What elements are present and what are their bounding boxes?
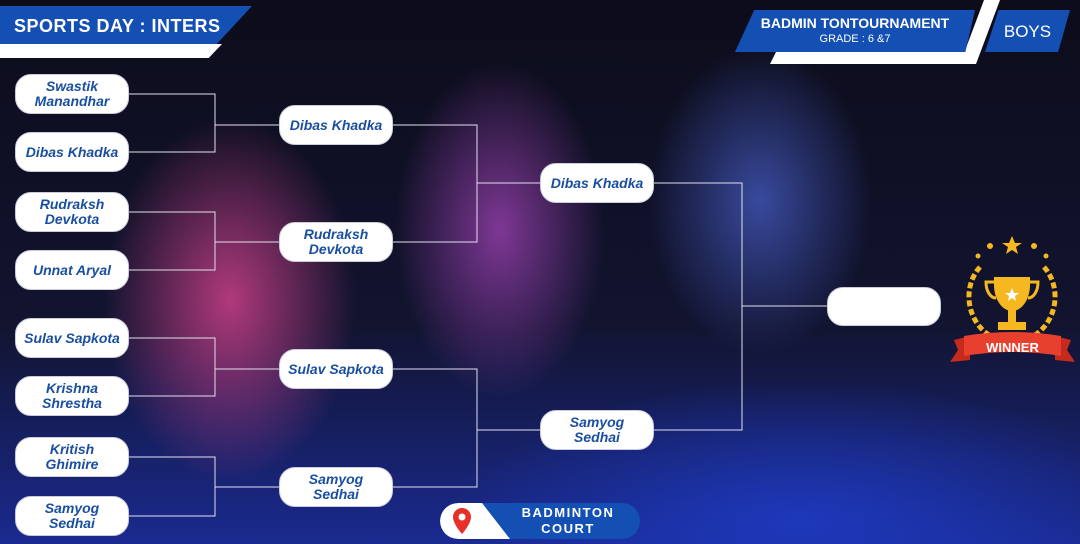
grade-label: GRADE : 6 &7 xyxy=(819,33,891,45)
venue-badge: BADMINTON COURT xyxy=(440,503,640,539)
event-title-banner: SPORTS DAY : INTERS xyxy=(0,6,252,44)
round1-player[interactable]: Dibas Khadka xyxy=(15,132,129,172)
semifinal-player[interactable]: Samyog Sedhai xyxy=(540,410,654,450)
round1-player[interactable]: Swastik Manandhar xyxy=(15,74,129,114)
round2-player[interactable]: Dibas Khadka xyxy=(279,105,393,145)
tournament-title: BADMIN TONTOURNAMENT xyxy=(760,15,950,31)
trophy-icon xyxy=(950,236,1075,362)
venue-pin-panel xyxy=(440,503,510,539)
semifinal-player[interactable]: Dibas Khadka xyxy=(540,163,654,203)
winner-label: WINNER xyxy=(986,340,1039,355)
round1-player[interactable]: Rudraksh Devkota xyxy=(15,192,129,232)
final-winner-slot[interactable] xyxy=(827,287,941,326)
tournament-banner: BADMIN TONTOURNAMENT GRADE : 6 &7 xyxy=(735,10,975,52)
tournament-underline xyxy=(770,52,970,64)
round2-player[interactable]: Rudraksh Devkota xyxy=(279,222,393,262)
round1-player[interactable]: Unnat Aryal xyxy=(15,250,129,290)
venue-line2: COURT xyxy=(541,521,595,536)
round1-player[interactable]: Samyog Sedhai xyxy=(15,496,129,536)
round2-player[interactable]: Samyog Sedhai xyxy=(279,467,393,507)
round1-player[interactable]: Krishna Shrestha xyxy=(15,376,129,416)
round1-player[interactable]: Kritish Ghimire xyxy=(15,437,129,477)
round2-player[interactable]: Sulav Sapkota xyxy=(279,349,393,389)
winner-trophy-badge: WINNER xyxy=(950,232,1075,372)
banner-underline xyxy=(0,44,222,58)
category-badge: BOYS xyxy=(985,10,1070,52)
location-pin-icon xyxy=(453,508,471,534)
venue-line1: BADMINTON xyxy=(521,505,615,520)
round1-player[interactable]: Sulav Sapkota xyxy=(15,318,129,358)
